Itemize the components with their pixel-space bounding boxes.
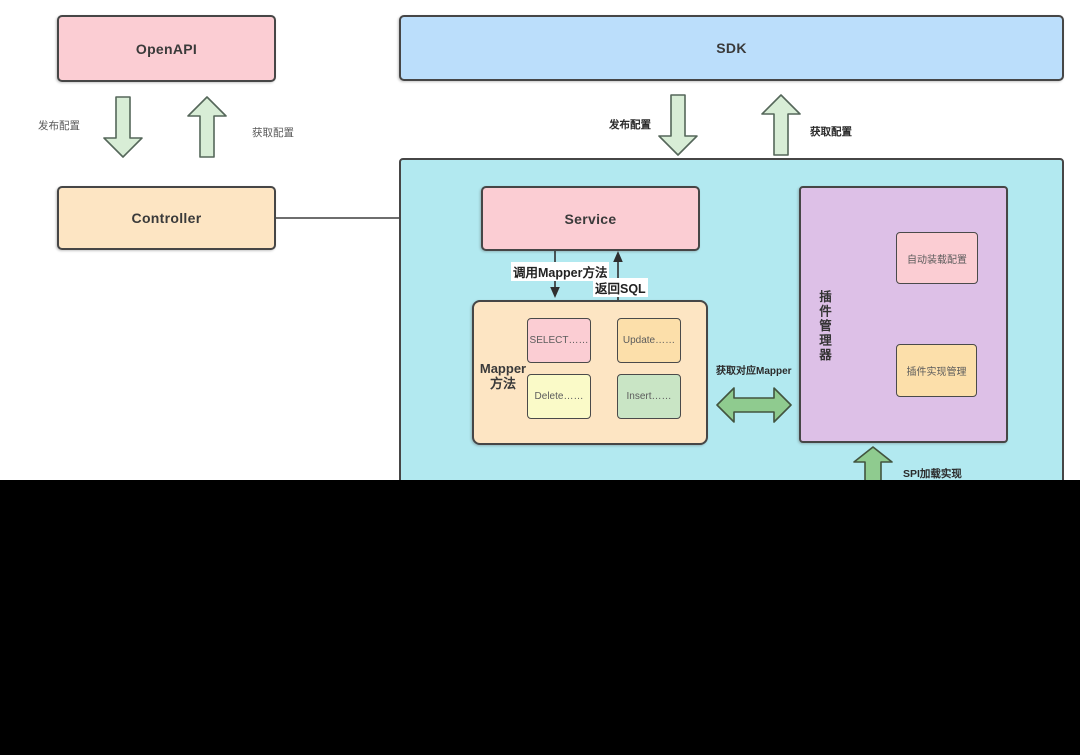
sdk-label: SDK: [716, 40, 747, 56]
mapper-select-label: SELECT……: [529, 335, 589, 346]
mapper-delete-node: Delete……: [527, 374, 591, 419]
mapper-insert-label: Insert……: [626, 391, 672, 402]
controller-node: Controller: [57, 186, 276, 250]
left-publish-config-label: 发布配置: [38, 120, 80, 132]
mapper-delete-label: Delete……: [534, 391, 584, 402]
sdk-fetch-config-label: 获取配置: [810, 126, 852, 138]
mapper-title-line1: Mapper: [479, 361, 527, 376]
fetch-config-up-arrow-icon: [187, 96, 227, 158]
spi-load-label: SPI加载实现: [903, 468, 962, 480]
mapper-insert-node: Insert……: [617, 374, 681, 419]
auto-load-config-node: 自动装载配置: [896, 232, 978, 284]
publish-config-down-arrow-icon: [103, 96, 143, 158]
mapper-select-node: SELECT……: [527, 318, 591, 363]
plugin-manager-node: [799, 186, 1008, 443]
openapi-node: OpenAPI: [57, 15, 276, 82]
mapper-update-node: Update……: [617, 318, 681, 363]
return-sql-label: 返回SQL: [593, 278, 648, 297]
plugin-manager-title: 插件管理器: [817, 290, 831, 363]
mapper-methods-title: Mapper 方法: [475, 361, 531, 392]
service-node: Service: [481, 186, 700, 251]
sdk-fetch-config-up-arrow-icon: [761, 94, 801, 156]
service-label: Service: [564, 210, 617, 227]
controller-label: Controller: [131, 210, 202, 226]
fetch-mapper-label: 获取对应Mapper: [716, 366, 792, 377]
call-mapper-method-label: 调用Mapper方法: [511, 262, 610, 281]
sdk-publish-config-label: 发布配置: [609, 119, 651, 131]
letterbox-band: [0, 480, 1080, 755]
mapper-title-line2: 方法: [489, 375, 516, 391]
sdk-publish-config-down-arrow-icon: [658, 94, 698, 156]
plugin-impl-mgmt-label: 插件实现管理: [906, 367, 967, 378]
left-fetch-config-label: 获取配置: [252, 127, 294, 139]
sdk-node: SDK: [399, 15, 1064, 81]
openapi-label: OpenAPI: [135, 40, 198, 57]
spi-load-up-arrow-icon: [853, 446, 893, 486]
mapper-update-label: Update……: [622, 335, 676, 346]
auto-load-config-label: 自动装载配置: [907, 254, 967, 266]
fetch-mapper-double-arrow-icon: [716, 387, 792, 423]
plugin-impl-mgmt-node: 插件实现管理: [896, 344, 977, 397]
